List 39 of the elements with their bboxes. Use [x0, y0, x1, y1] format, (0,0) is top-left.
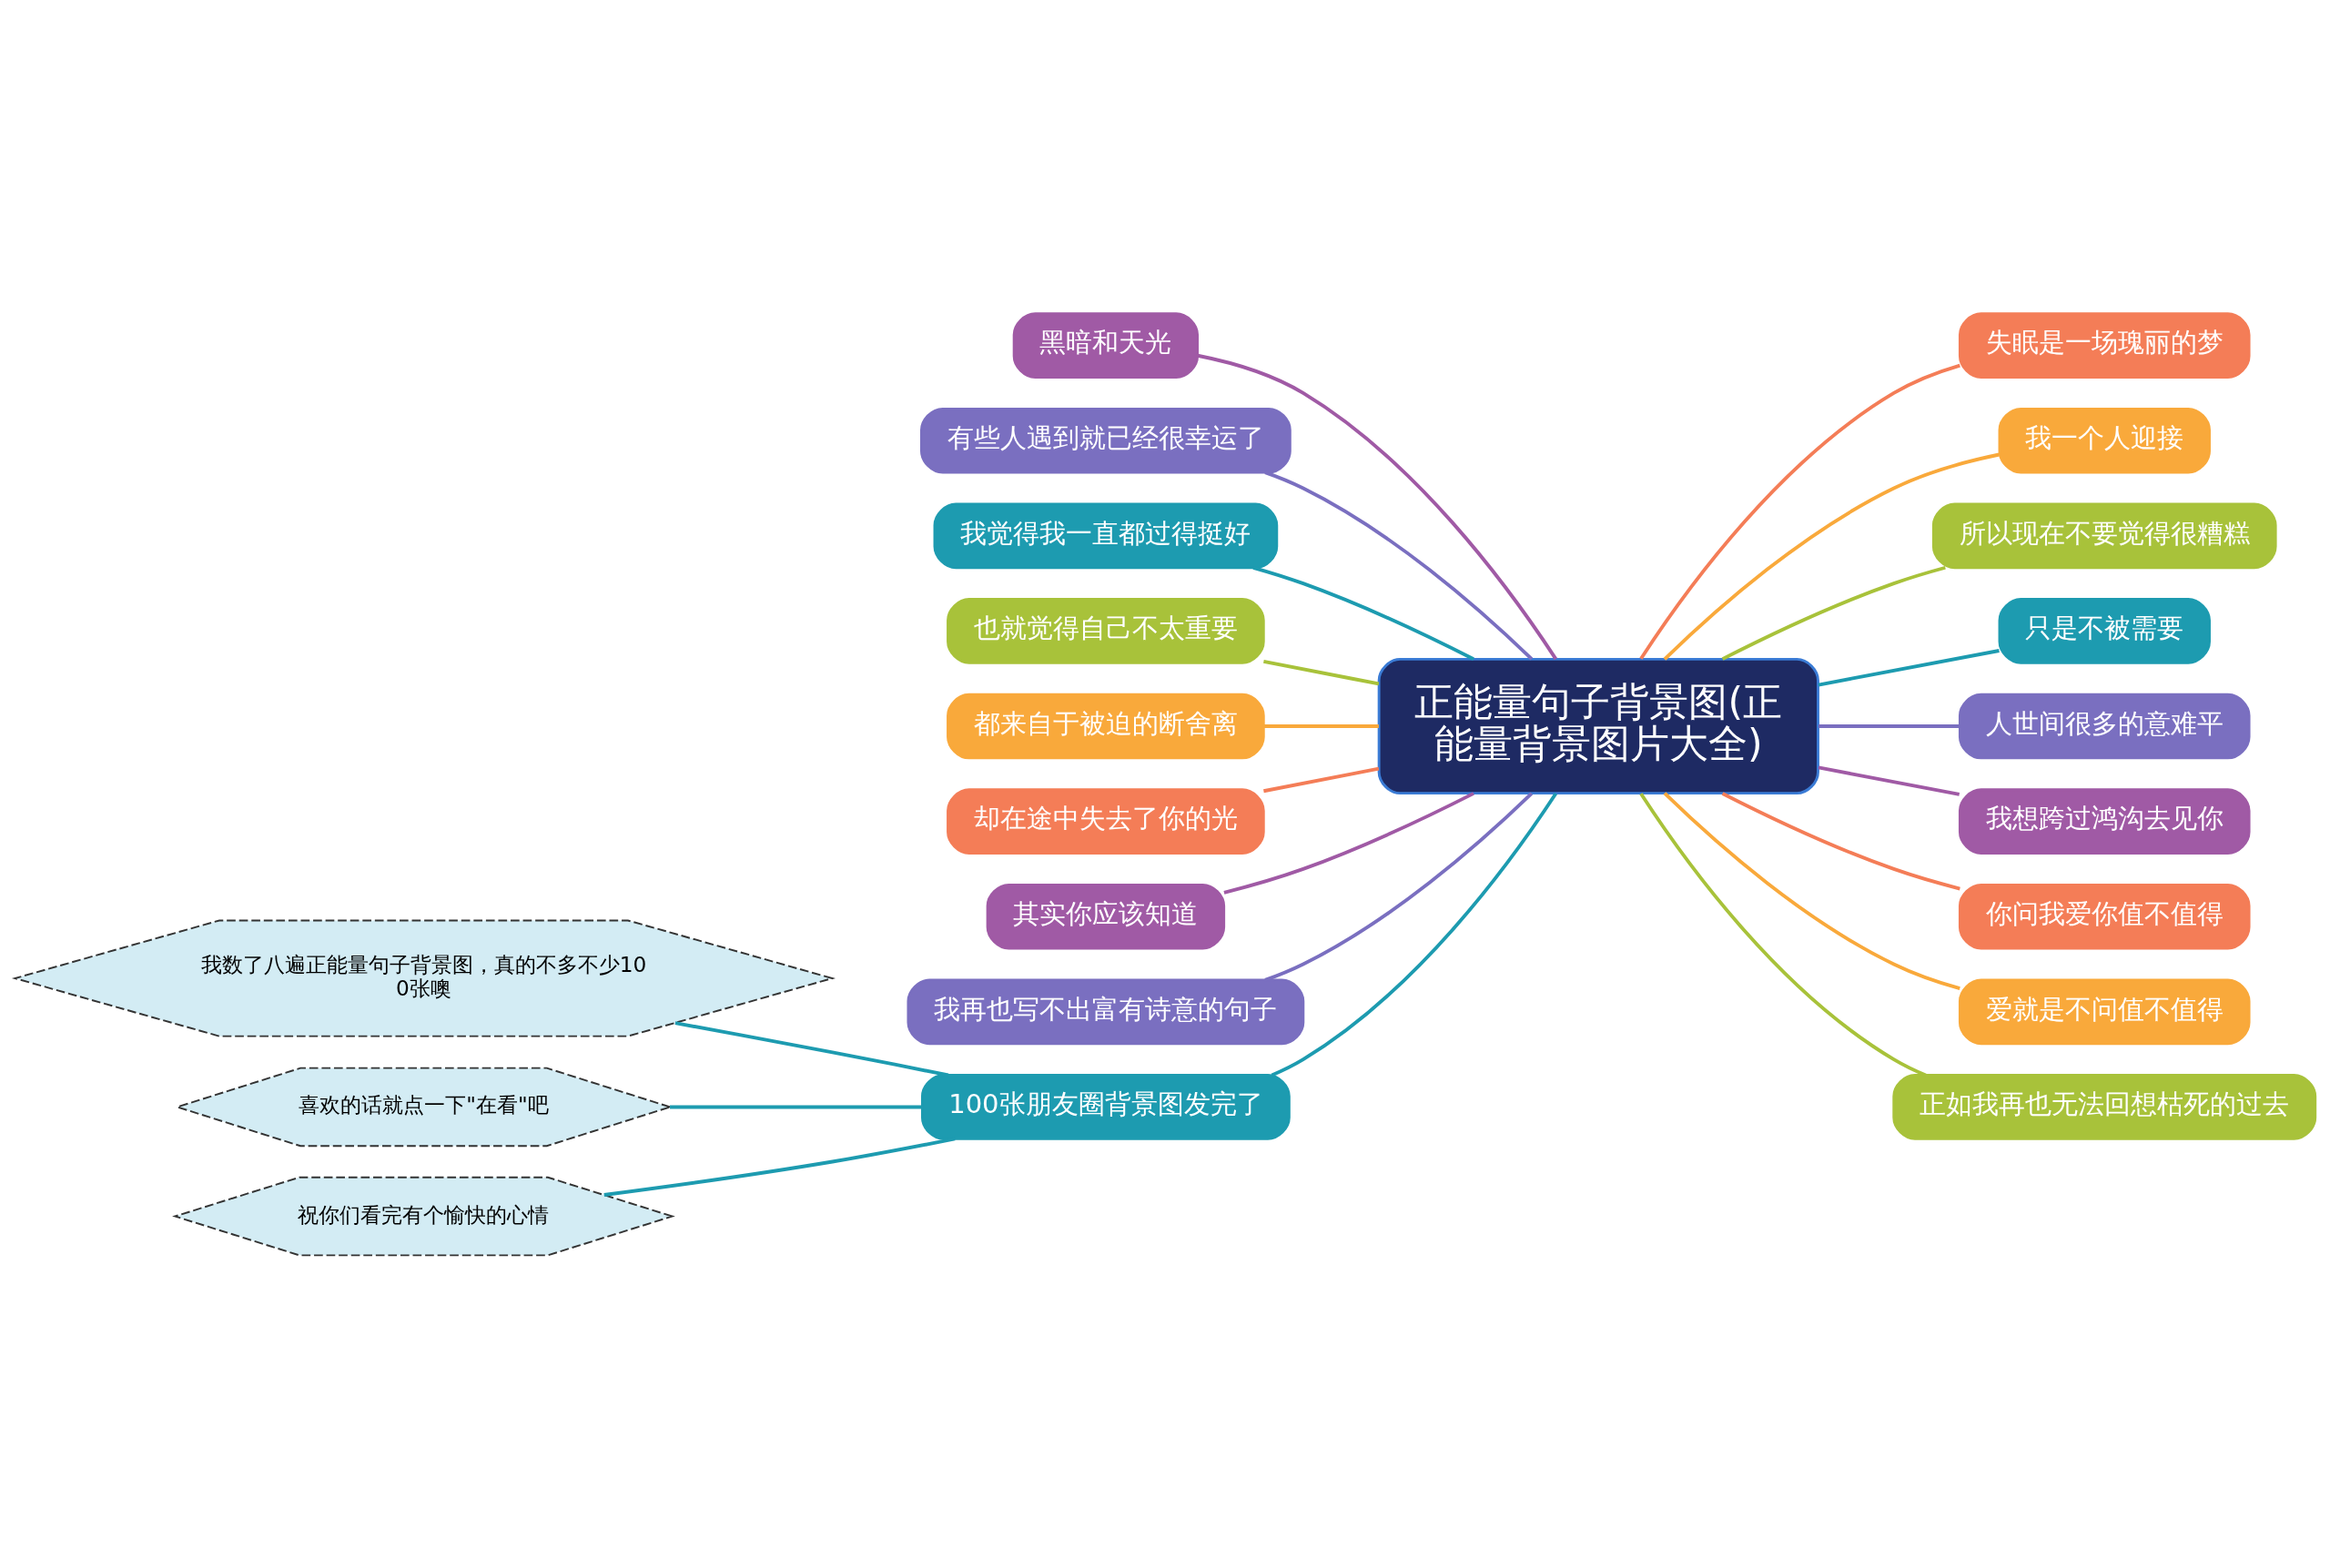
connector: [1721, 565, 1946, 661]
node-box: 也就觉得自己不太重要: [947, 597, 1265, 664]
connector: [1818, 765, 1960, 796]
connector: [1663, 791, 1960, 990]
node-box: 都来自于被迫的断舍离: [947, 693, 1265, 759]
node-box: 我觉得我一直都过得挺好: [933, 502, 1279, 569]
node-box: 失眠是一场瑰丽的梦: [1958, 311, 2251, 379]
node-box: 我想跨过鸿沟去见你: [1958, 787, 2251, 855]
node-box: 有些人遇到就已经很幸运了: [920, 407, 1292, 474]
connector: [1197, 353, 1557, 660]
node-box: 我一个人迎接: [1998, 407, 2211, 474]
node-box: 爱就是不问值不值得: [1958, 978, 2251, 1045]
connector: [1263, 723, 1379, 728]
connector: [1264, 792, 1534, 982]
connector: [1639, 792, 1927, 1077]
node-box: 正能量句子背景图(正能量背景图片大全): [1377, 657, 1819, 794]
connector: [670, 1105, 922, 1108]
node-box: 我再也写不出富有诗意的句子: [907, 978, 1305, 1045]
node-box: 其实你应该知道: [986, 883, 1226, 950]
connector: [1223, 791, 1474, 895]
node-box: 所以现在不要觉得很糟糕: [1931, 502, 2277, 569]
connector: [1263, 766, 1380, 793]
connector: [1252, 565, 1474, 661]
node-box: 你问我爱你值不值得: [1958, 883, 2251, 950]
node-box: 正如我再也无法回想枯死的过去: [1892, 1073, 2317, 1140]
connector: [1271, 792, 1557, 1077]
connector: [1639, 363, 1960, 660]
connector: [1263, 659, 1380, 685]
connector: [674, 1020, 949, 1077]
node-box: 却在途中失去了你的光: [947, 787, 1265, 855]
connector: [1663, 452, 2000, 661]
node-box: 人世间很多的意难平: [1958, 693, 2251, 759]
connector: [1818, 648, 2000, 686]
connector: [603, 1137, 956, 1197]
node-box: 只是不被需要: [1998, 597, 2211, 664]
connector: [1721, 791, 1960, 890]
connector: [1818, 723, 1960, 728]
node-box: 100张朋友圈背景图发完了: [920, 1073, 1291, 1140]
node-box: 黑暗和天光: [1012, 311, 1200, 379]
